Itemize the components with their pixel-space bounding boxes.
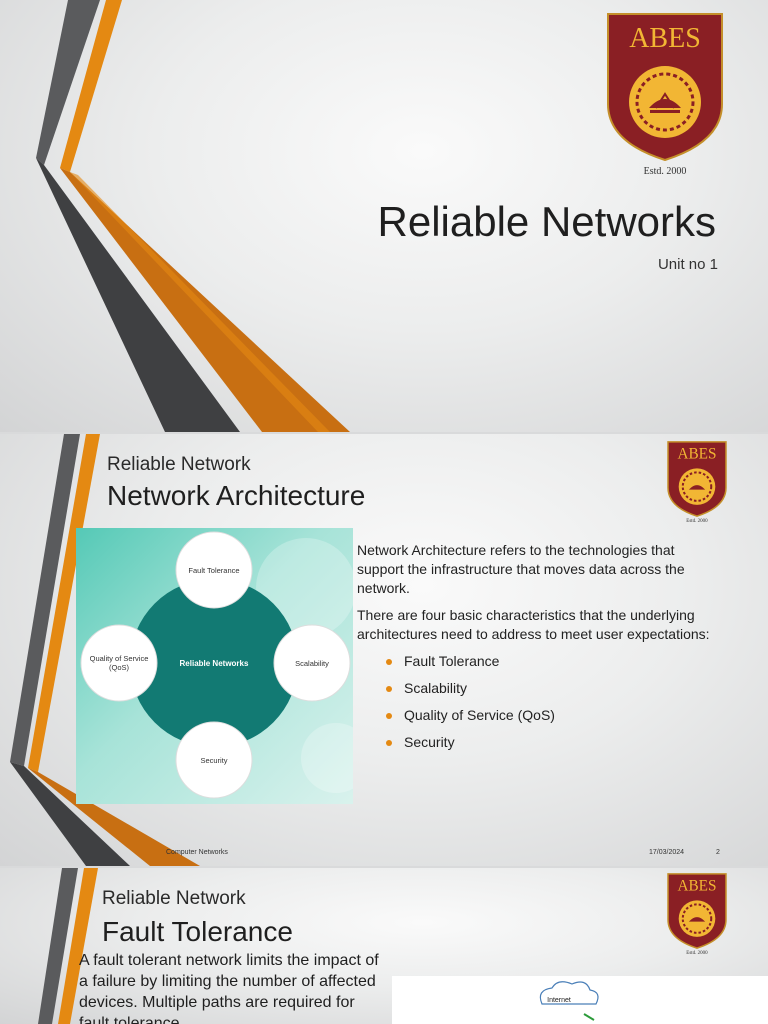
slide-subtitle: Unit no 1 [657, 256, 718, 273]
crest-estd: Estd. 2000 [643, 166, 687, 177]
decorative-stripes [36, 0, 350, 432]
diagram-center-label: Reliable Networks [180, 659, 249, 668]
slide-kicker: Reliable Network [107, 454, 251, 475]
bullet-dot-icon [386, 686, 392, 692]
crest-text: ABES [678, 446, 717, 463]
crest-text: ABES [629, 23, 701, 54]
bullet-dot-icon [386, 659, 392, 665]
diagram-node-scalability [273, 624, 351, 702]
bullet-dot-icon [386, 713, 392, 719]
fault-tolerance-slide: ABES Estd. 2000 Reliable Network Fault T… [0, 868, 768, 1024]
crest-text: ABES [678, 878, 717, 895]
qos-label-line: (QoS) [109, 663, 130, 672]
slide-body: Network Architecture refers to the techn… [357, 541, 725, 760]
diagram-node-qos [80, 624, 158, 702]
list-item: Quality of Service (QoS) [357, 706, 725, 725]
list-item: Scalability [357, 679, 725, 698]
network-architecture-slide: ABES Estd. 2000 Reliable Network Network… [0, 434, 768, 866]
abes-crest-logo: ABES [667, 440, 727, 518]
abes-crest-logo: ABES [667, 872, 727, 950]
bullet-dot-icon [386, 740, 392, 746]
abes-crest-logo: ABES [606, 12, 724, 162]
body-paragraph: There are four basic characteristics tha… [357, 607, 710, 642]
characteristics-list: Fault Tolerance Scalability Quality of S… [357, 652, 725, 752]
list-item: Fault Tolerance [357, 652, 725, 671]
diagram-node-label: Scalability [295, 659, 329, 668]
footer-course: Computer Networks [166, 849, 228, 856]
cloud-label: Internet [547, 997, 571, 1004]
decorative-stripes [10, 434, 200, 866]
decorative-stripes [38, 868, 98, 1024]
diagram-node-fault-tolerance [175, 531, 253, 609]
crest-estd: Estd. 2000 [686, 951, 708, 956]
crest-estd: Estd. 2000 [686, 519, 708, 524]
diagram-node-label: Security [200, 756, 227, 765]
diagram-center-circle [130, 579, 298, 747]
footer-date: 17/03/2024 [649, 849, 685, 856]
slide-heading: Fault Tolerance [102, 916, 293, 947]
slide-title: Reliable Networks [377, 198, 716, 245]
footer-page-number: 2 [716, 849, 720, 856]
diagram-node-security [175, 721, 253, 799]
slide-heading: Network Architecture [107, 480, 366, 511]
network-topology-image: Internet [392, 976, 768, 1024]
cloud-icon [539, 981, 599, 1005]
body-paragraph: Network Architecture refers to the techn… [357, 542, 685, 596]
diagram-node-label: Quality of Service(QoS) [90, 654, 149, 672]
diagram-node-label: Fault Tolerance [188, 566, 239, 575]
slide-body: A fault tolerant network limits the impa… [79, 952, 379, 1024]
slide-kicker: Reliable Network [102, 888, 246, 909]
qos-label-line: Quality of Service [90, 654, 149, 663]
list-item: Security [357, 733, 725, 752]
title-slide: ABES Estd. 2000 Reliable Networks Unit n… [0, 0, 768, 432]
reliable-networks-diagram: Reliable Networks Fault Tolerance Scalab… [76, 528, 353, 804]
